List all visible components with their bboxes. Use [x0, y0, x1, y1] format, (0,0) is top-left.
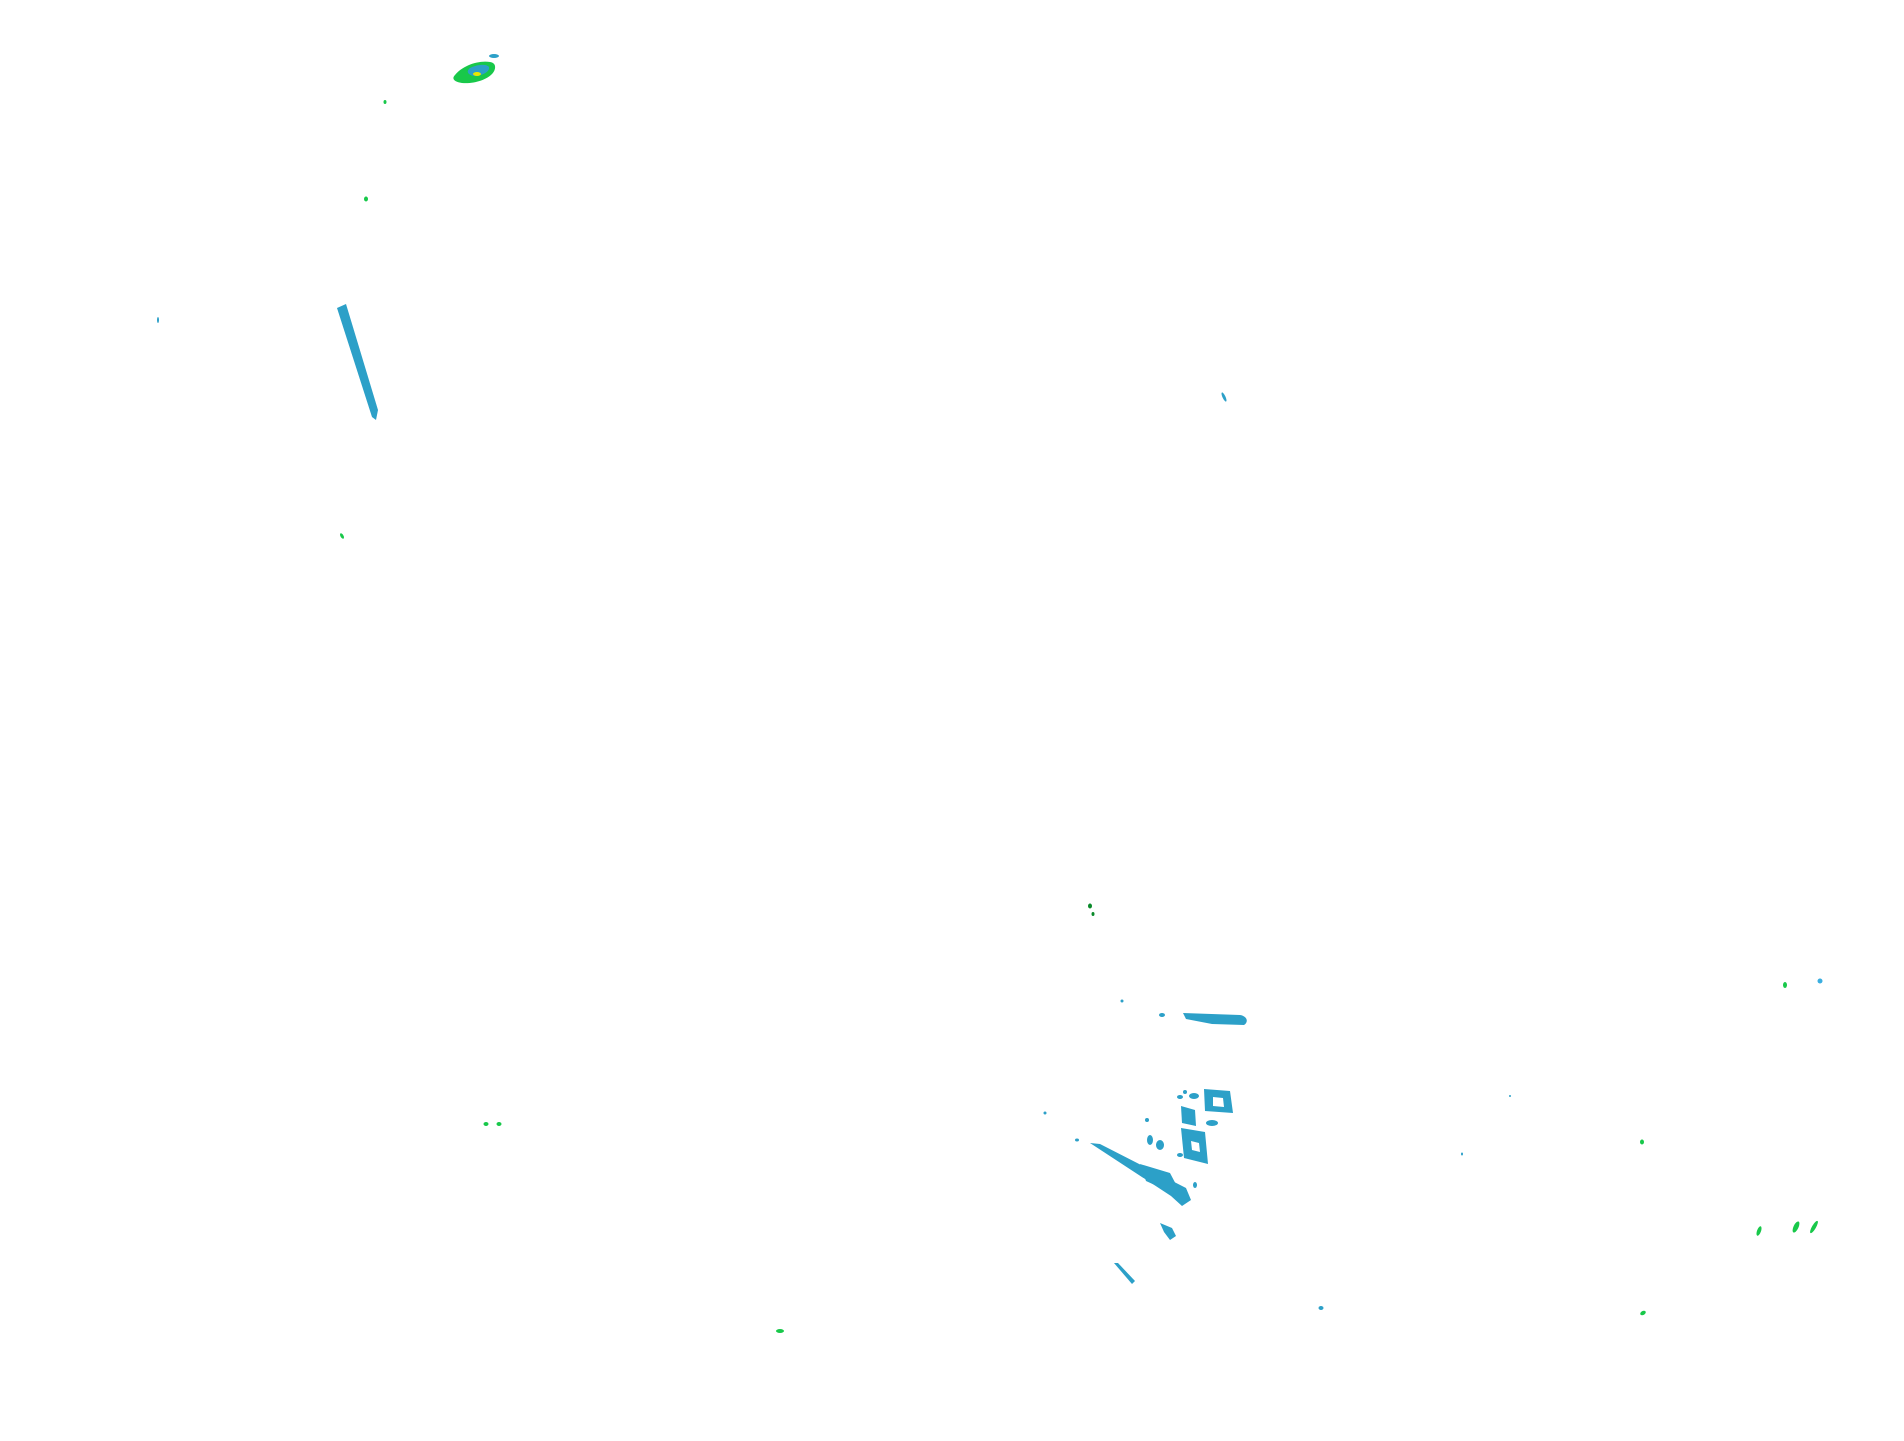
echo-fragment — [1221, 392, 1227, 402]
echo-speckle — [364, 196, 368, 202]
echo-fragment — [1189, 1093, 1199, 1099]
echo-elongated-streak — [337, 304, 378, 420]
echo-speckle — [1091, 912, 1095, 916]
echo-speckle — [340, 533, 344, 539]
echo-speckle — [157, 317, 159, 323]
echo-rectangular-cell — [1181, 1128, 1208, 1164]
echo-speckle — [1810, 1220, 1818, 1234]
echo-fragment — [1206, 1120, 1218, 1126]
echo-speckle — [1075, 1138, 1079, 1142]
echo-speckle — [496, 1122, 502, 1126]
echo-speckle — [1043, 1111, 1047, 1115]
echo-fragment — [1156, 1140, 1164, 1150]
echo-speckle — [1817, 978, 1823, 984]
echo-fragment — [489, 54, 499, 58]
echo-speckle — [1509, 1095, 1511, 1097]
echo-speckle — [1088, 903, 1092, 909]
echo-speckle — [1461, 1152, 1463, 1156]
echo-speckle — [1792, 1221, 1800, 1233]
echo-fragment — [1193, 1182, 1197, 1188]
echo-elongated-streak — [1140, 1164, 1180, 1192]
echo-elongated-streak — [1090, 1143, 1191, 1206]
echo-blob-top-left-core — [467, 64, 490, 76]
echo-speckles-lower-right — [1318, 978, 1823, 1316]
echo-speckles-lower-left — [483, 1122, 784, 1333]
echo-fragment — [1177, 1153, 1183, 1157]
echo-fragment — [1147, 1135, 1153, 1145]
echo-streak-left — [337, 304, 378, 539]
echo-speckle — [776, 1329, 784, 1333]
echo-speckle — [1183, 1090, 1187, 1094]
echo-cluster-lower-center — [1043, 903, 1247, 1284]
echo-fragment — [1177, 1095, 1183, 1099]
echo-speckle — [1159, 1013, 1165, 1017]
echo-fragment — [1160, 1223, 1176, 1240]
echo-rectangular-cell — [1181, 1106, 1196, 1126]
echo-speckle — [1756, 1226, 1762, 1236]
echo-speckle — [1640, 1310, 1646, 1316]
echo-elongated-streak — [1183, 1013, 1247, 1025]
echo-speckle — [1640, 1139, 1644, 1145]
echo-speckle — [483, 1122, 489, 1126]
echo-elongated-streak — [1114, 1263, 1135, 1284]
echo-blob-top-left-peak — [473, 72, 481, 76]
echo-speckle — [1783, 982, 1787, 988]
echo-speckle — [1318, 1306, 1324, 1310]
echo-cluster-top-left — [157, 54, 499, 323]
echo-rectangular-cell — [1204, 1089, 1233, 1113]
echo-speckle — [1120, 999, 1124, 1003]
echo-speckle — [383, 100, 387, 104]
echo-fragment — [1145, 1118, 1149, 1122]
